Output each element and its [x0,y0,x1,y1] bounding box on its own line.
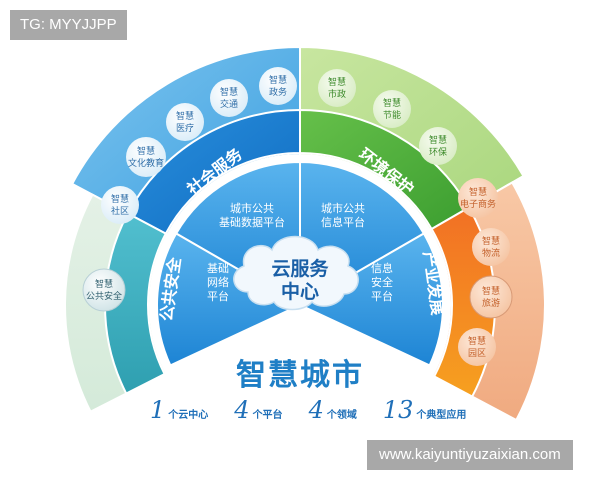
svg-text:智慧: 智慧 [137,145,155,157]
app-smart-municipal: 智慧 市政 [318,69,356,107]
app-smart-environment: 智慧 环保 [419,127,457,165]
platform-network-sector [156,232,303,367]
platform-security-line1: 信息 [371,261,393,275]
svg-text:旅游: 旅游 [482,297,500,309]
platform-security-sector [297,232,444,367]
stat-cloud-centers: 1 个云中心 [150,396,208,424]
svg-text:智慧: 智慧 [468,335,486,347]
platform-network-line2: 网络 [207,275,229,289]
platform-labels: 城市公共 基础数据平台 城市公共 信息平台 基础 网络 平台 信息 安全 平台 [207,201,393,303]
stat-domains: 4 个领域 [309,396,357,424]
svg-text:政务: 政务 [269,86,287,98]
stat-label: 个典型应用 [416,410,467,421]
svg-text:智慧: 智慧 [220,86,238,98]
svg-text:园区: 园区 [468,348,486,359]
platform-basic-data-line1: 城市公共 [230,201,274,215]
app-smart-public-safety: 智慧 公共安全 [82,268,126,312]
svg-text:公共安全: 公共安全 [86,290,122,302]
center-title-line1: 云服务 [271,257,329,280]
application-bubbles: 智慧 社区 智慧 文化教育 智慧 医疗 智慧 交通 智慧 政务 智慧 市政 [82,67,513,366]
stat-platforms: 4 个平台 [234,396,282,424]
svg-text:智慧: 智慧 [176,110,194,122]
cloud-icon [233,235,359,311]
svg-text:文化教育: 文化教育 [128,157,164,169]
svg-text:电子商务: 电子商务 [460,198,496,210]
svg-text:智慧: 智慧 [383,97,401,109]
platform-network-line1: 基础 [207,262,229,275]
svg-text:节能: 节能 [383,109,401,121]
app-smart-ecommerce: 智慧 电子商务 [458,178,498,218]
stat-label: 个领域 [326,410,357,421]
watermark-top-left: TG: MYYJJPP [10,10,127,40]
platforms-ring [156,160,444,367]
stat-number: 4 [308,396,324,424]
footer-title: 智慧城市 [236,358,364,393]
app-smart-energy: 智慧 节能 [373,90,411,128]
svg-text:环保: 环保 [429,146,447,158]
svg-text:智慧: 智慧 [269,74,287,86]
svg-text:智慧: 智慧 [429,134,447,146]
stat-number: 1 [150,396,166,424]
platform-security-line2: 安全 [371,275,393,289]
app-smart-community: 智慧 社区 [101,186,139,224]
stat-number: 13 [382,396,414,424]
cloud-service-center: 云服务 中心 [233,235,359,311]
app-smart-healthcare: 智慧 医疗 [166,103,204,141]
watermark-bottom-right: www.kaiyuntiyuzaixian.com [367,440,573,470]
svg-text:市政: 市政 [328,88,346,100]
svg-text:智慧: 智慧 [482,235,500,247]
app-smart-transport: 智慧 交通 [210,79,248,117]
stat-number: 4 [234,396,250,424]
stat-label: 个平台 [252,410,283,421]
svg-text:社区: 社区 [111,205,129,217]
svg-text:智慧: 智慧 [95,278,113,290]
platform-security-line3: 平台 [371,289,393,303]
platform-network-line3: 平台 [207,289,229,303]
app-smart-tourism: 智慧 旅游 [469,275,513,319]
platform-info-line2: 信息平台 [321,215,365,229]
stat-applications: 13 个典型应用 [383,396,467,424]
svg-text:智慧: 智慧 [482,285,500,297]
center-title-line2: 中心 [281,280,319,303]
svg-text:智慧: 智慧 [469,186,487,198]
app-smart-education: 智慧 文化教育 [126,137,166,177]
app-smart-government: 智慧 政务 [259,67,297,105]
platform-basic-data-line2: 基础数据平台 [219,215,285,229]
stat-label: 个云中心 [168,410,209,421]
svg-text:智慧: 智慧 [328,76,346,88]
svg-text:医疗: 医疗 [176,122,194,134]
svg-text:交通: 交通 [220,98,238,110]
svg-text:物流: 物流 [482,247,500,259]
footer-stats: 1 个云中心 4 个平台 4 个领域 13 个典型应用 [150,396,466,424]
app-smart-park: 智慧 园区 [458,328,496,366]
platform-info-line1: 城市公共 [321,201,365,215]
svg-text:智慧: 智慧 [111,193,129,205]
app-smart-logistics: 智慧 物流 [472,228,510,266]
